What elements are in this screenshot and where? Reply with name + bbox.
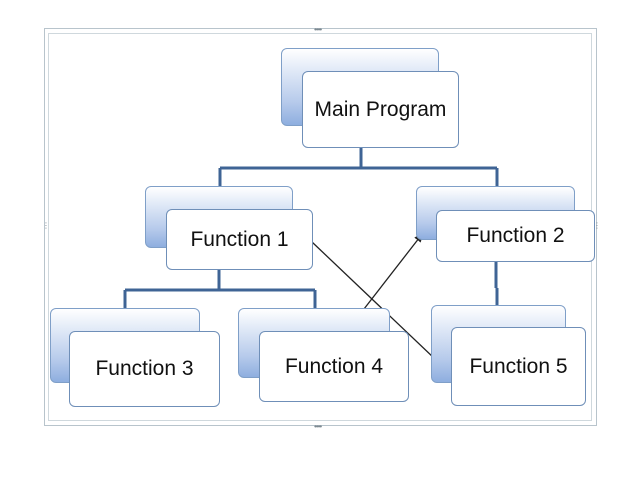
- node-function-4[interactable]: Function 4: [259, 331, 409, 402]
- node-function-1-label: Function 1: [190, 227, 289, 251]
- node-main-program[interactable]: Main Program: [302, 71, 459, 148]
- node-function-5[interactable]: Function 5: [451, 327, 586, 406]
- resize-handle-bottom[interactable]: ••••: [314, 422, 322, 431]
- node-function-1[interactable]: Function 1: [166, 209, 313, 270]
- node-function-2-label: Function 2: [466, 224, 565, 247]
- node-function-3-label: Function 3: [95, 357, 194, 380]
- resize-handle-top[interactable]: ••••: [314, 25, 322, 34]
- connector-main-children: [218, 148, 499, 188]
- node-function-4-label: Function 4: [284, 354, 384, 378]
- node-main-program-label: Main Program: [314, 97, 447, 121]
- diagram-frame: [44, 28, 597, 426]
- node-function-2[interactable]: Function 2: [436, 210, 595, 262]
- node-function-3[interactable]: Function 3: [69, 331, 220, 407]
- connector-f1-children: [123, 270, 317, 308]
- resize-handle-left[interactable]: ⋮: [42, 221, 50, 230]
- connector-f2-f5: [494, 262, 499, 305]
- node-function-5-label: Function 5: [469, 354, 568, 378]
- resize-handle-right[interactable]: ⋮: [593, 221, 601, 230]
